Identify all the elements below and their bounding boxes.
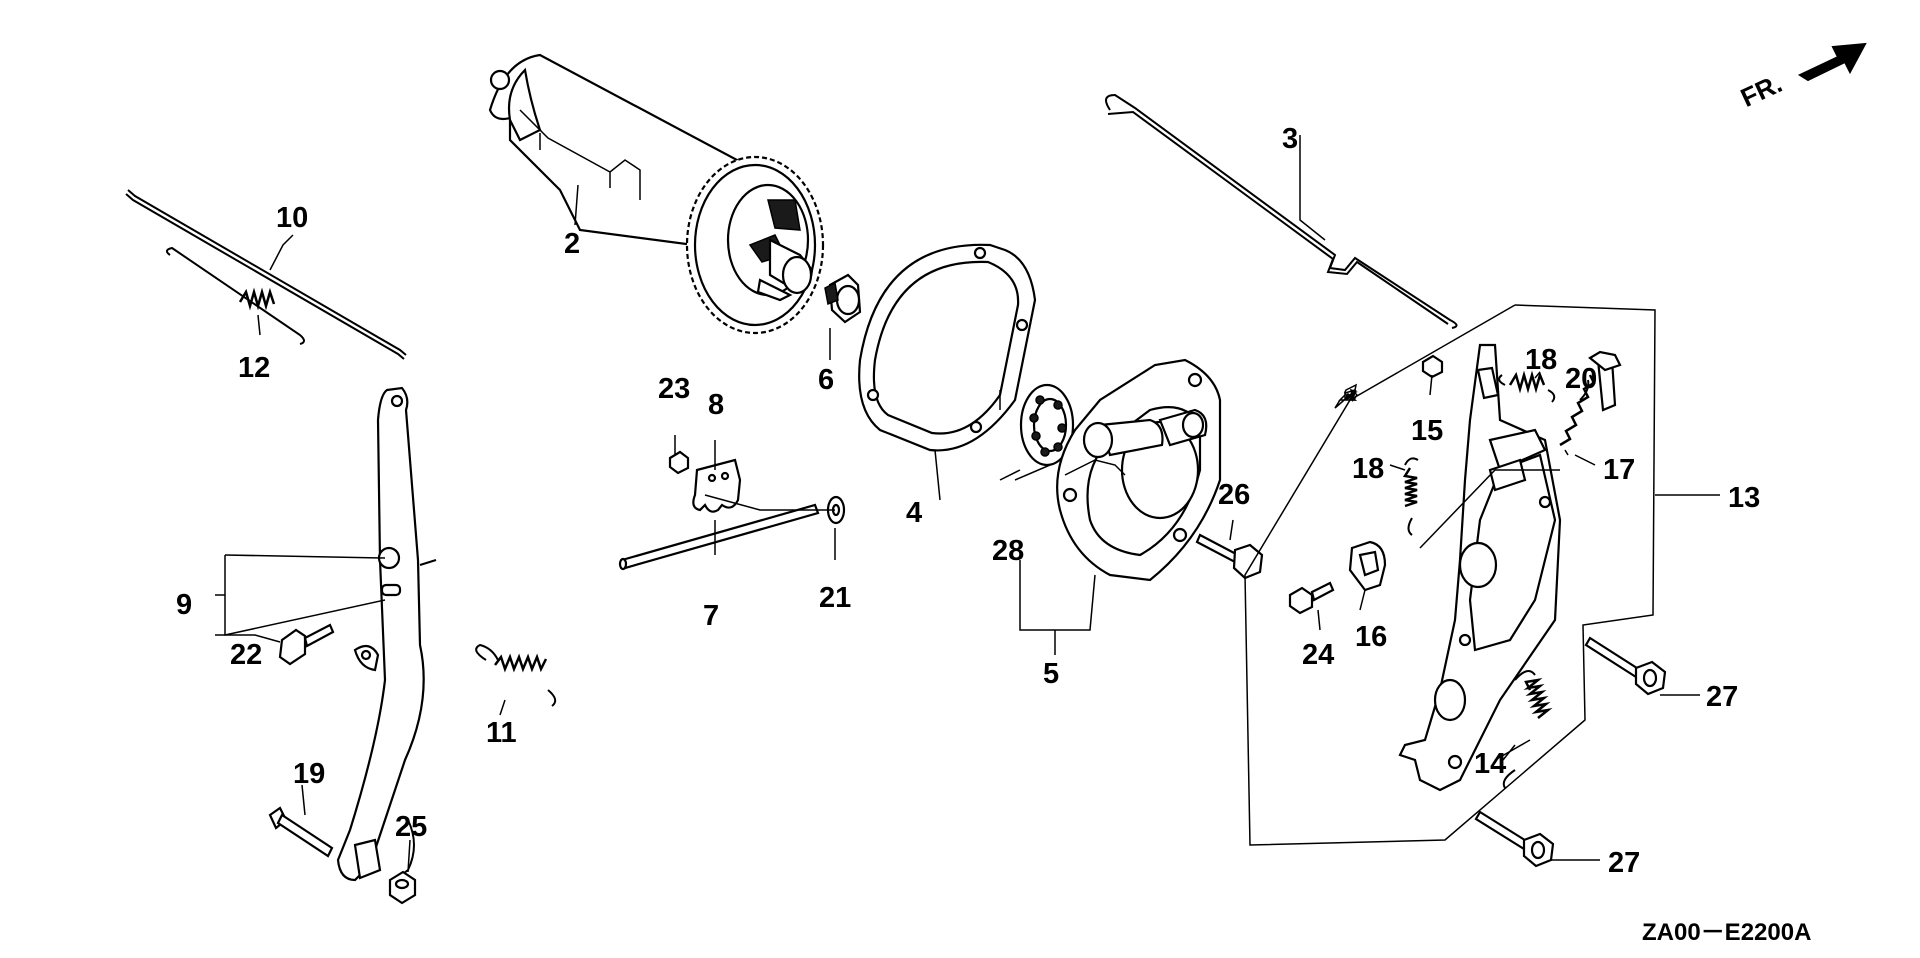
callout-18b: 18 (1352, 453, 1384, 485)
callout-12: 12 (238, 352, 270, 384)
callout-11: 11 (486, 717, 517, 749)
callout-5: 5 (1043, 658, 1059, 690)
spring-17 (1559, 374, 1596, 447)
callout-22: 22 (230, 639, 262, 671)
callout-15: 15 (1411, 415, 1443, 447)
callout-27b: 27 (1608, 847, 1640, 879)
sleeve-6 (824, 273, 862, 324)
gasket-4 (858, 243, 1037, 452)
washer-21 (826, 495, 846, 525)
callout-25: 25 (395, 811, 427, 843)
callout-17: 17 (1603, 454, 1635, 486)
bolt-22 (278, 623, 335, 666)
nut-15 (1421, 354, 1444, 379)
callout-18a: 18 (1525, 344, 1557, 376)
bolt-24 (1288, 581, 1335, 615)
callout-13: 13 (1728, 482, 1760, 514)
callout-7: 7 (703, 600, 719, 632)
leader-lines (215, 135, 1720, 873)
callout-23: 23 (658, 373, 690, 405)
callout-26: 26 (1218, 479, 1250, 511)
control-base-13 (1244, 304, 1656, 846)
nut-25 (388, 870, 417, 905)
bolt-27b (1474, 810, 1555, 868)
callout-16: 16 (1355, 621, 1387, 653)
callout-27a: 27 (1706, 681, 1738, 713)
bolt-20 (1588, 350, 1622, 412)
diagram-code: ZA00－E2200A (1642, 919, 1811, 946)
callouts: 2 3 4 5 6 7 8 9 10 11 12 13 14 15 16 17 … (176, 123, 1760, 879)
front-label: FR. (1736, 68, 1787, 113)
spring-14 (1502, 670, 1553, 789)
callout-9: 9 (176, 589, 192, 621)
clip-16 (1348, 540, 1387, 592)
rod-10 (125, 189, 407, 360)
callout-6: 6 (818, 364, 834, 396)
cover-5 (1056, 358, 1222, 582)
bolt-23 (668, 450, 690, 475)
callout-2: 2 (564, 228, 580, 260)
rod-3 (1105, 93, 1458, 329)
callout-19: 19 (293, 758, 325, 790)
callout-10: 10 (276, 202, 308, 234)
callout-24: 24 (1302, 639, 1334, 671)
front-arrow-icon (1797, 42, 1867, 82)
callout-28: 28 (992, 535, 1024, 567)
callout-4: 4 (906, 497, 922, 529)
callout-20: 20 (1565, 363, 1597, 395)
front-direction-indicator: FR. (1736, 42, 1867, 113)
bearing-28 (1019, 383, 1075, 467)
callout-14: 14 (1474, 748, 1506, 780)
holder-8 (692, 458, 742, 513)
shaft-7 (618, 503, 820, 571)
spring-11 (475, 643, 557, 707)
spring-18b (1402, 457, 1419, 536)
rod-12 (166, 246, 305, 345)
callout-21: 21 (819, 582, 851, 614)
spring-18a (1498, 370, 1556, 403)
bolt-27a (1584, 636, 1667, 696)
bolt-26 (1195, 533, 1264, 580)
governor-gear-2 (488, 53, 825, 335)
screw-19 (268, 806, 334, 858)
callout-3: 3 (1282, 123, 1298, 155)
callout-8: 8 (708, 389, 724, 421)
governor-arm-9 (336, 386, 437, 882)
